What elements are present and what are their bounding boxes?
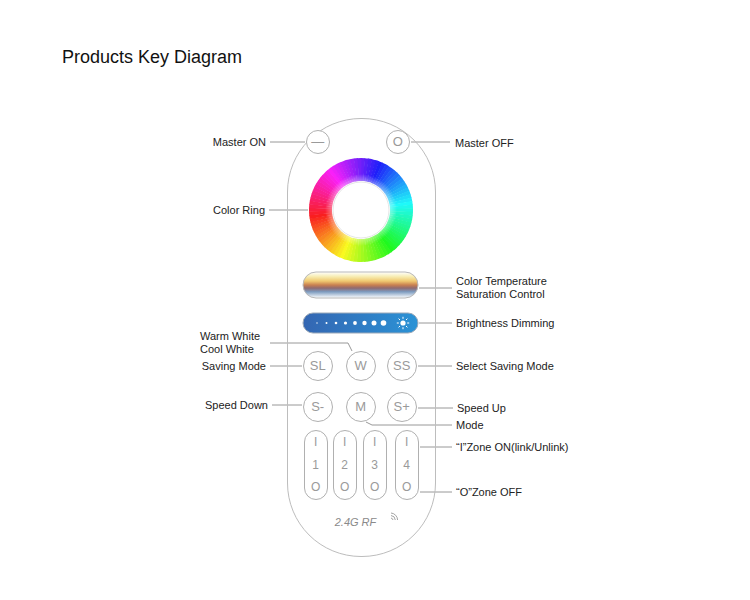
button-text: O bbox=[311, 480, 320, 494]
leader-line bbox=[420, 447, 452, 448]
callout-text: Master ON bbox=[213, 136, 266, 149]
ring-halo bbox=[325, 174, 397, 246]
color-ring bbox=[309, 158, 413, 262]
button-text: W bbox=[355, 358, 367, 373]
callout-label: Speed Down bbox=[205, 399, 268, 412]
rf-signal-icon bbox=[391, 513, 398, 520]
button-text: I bbox=[314, 435, 317, 449]
leader-line bbox=[269, 210, 308, 211]
master-on-button: — bbox=[306, 130, 330, 154]
button-text: I bbox=[405, 435, 408, 449]
button-text: 2 bbox=[341, 458, 348, 472]
callout-text: Color Ring bbox=[213, 204, 265, 217]
zone-button: I 4O bbox=[395, 430, 419, 500]
button-text: I bbox=[373, 435, 376, 449]
zone-button: I 1O bbox=[304, 430, 328, 500]
ring-center bbox=[333, 182, 389, 238]
callout-label: “I”Zone ON(link/Unlink) bbox=[456, 441, 568, 454]
button-text: SS bbox=[393, 358, 410, 373]
leader-lines bbox=[269, 142, 453, 492]
button-text: SL bbox=[310, 358, 326, 373]
callout-text: Mode bbox=[456, 419, 484, 432]
button-text: 1 bbox=[312, 458, 319, 472]
zone-button: I 3O bbox=[363, 430, 387, 500]
title-text: Products Key Diagram bbox=[62, 47, 242, 67]
callout-label: Master ON bbox=[213, 136, 266, 149]
callout-label: Color Temperature Saturation Control bbox=[456, 275, 568, 301]
callout-text: “O”Zone OFF bbox=[456, 486, 522, 499]
callout-text: Select Saving Mode bbox=[456, 360, 554, 373]
zone-button: I 2O bbox=[333, 430, 357, 500]
callout-text: Speed Down bbox=[205, 399, 268, 412]
sun-icon bbox=[397, 317, 409, 329]
button-text: O bbox=[370, 480, 379, 494]
button-text: O bbox=[402, 480, 411, 494]
callout-label: Master OFF bbox=[455, 137, 514, 150]
leader-line bbox=[366, 422, 452, 425]
leader-line bbox=[270, 366, 302, 367]
callout-text: Brightness Dimming bbox=[456, 317, 554, 330]
button-text: S+ bbox=[394, 399, 410, 414]
callout-label: Speed Up bbox=[457, 402, 506, 415]
button-text: M bbox=[355, 399, 366, 414]
button-text: 4 bbox=[403, 458, 410, 472]
button-text: I bbox=[343, 435, 346, 449]
button-text: O bbox=[393, 134, 403, 149]
master-off-button: O bbox=[386, 130, 410, 154]
callout-text: Master OFF bbox=[455, 137, 514, 150]
brightness-dot bbox=[353, 321, 357, 325]
callout-text: Saving Mode bbox=[202, 360, 266, 373]
leader-line bbox=[418, 366, 452, 367]
remote-body: 2.4G RF—OSLWSSS-MS+I1OI2OI3OI4O bbox=[287, 118, 436, 557]
brightness-dot bbox=[381, 320, 387, 326]
leader-line bbox=[270, 343, 352, 351]
brightness-bar bbox=[303, 313, 418, 333]
round-button: SS bbox=[387, 351, 417, 381]
brightness-dot bbox=[335, 322, 338, 325]
callout-text: “I”Zone ON(link/Unlink) bbox=[456, 441, 568, 454]
round-button: S- bbox=[303, 392, 333, 422]
callout-label: “O”Zone OFF bbox=[456, 486, 522, 499]
button-text: 3 bbox=[371, 458, 378, 472]
button-text: — bbox=[311, 134, 324, 149]
callout-label: Color Ring bbox=[213, 204, 265, 217]
callout-label: Saving Mode bbox=[202, 360, 266, 373]
button-text: O bbox=[340, 480, 349, 494]
brightness-dot bbox=[344, 321, 347, 324]
round-button: S+ bbox=[387, 392, 417, 422]
round-button: W bbox=[346, 351, 376, 381]
callout-label: Mode bbox=[456, 419, 484, 432]
callout-label: Select Saving Mode bbox=[456, 360, 554, 373]
leader-line bbox=[420, 492, 452, 493]
leader-line bbox=[270, 142, 305, 143]
brightness-dots bbox=[316, 320, 386, 326]
button-text: S- bbox=[311, 399, 324, 414]
round-button: SL bbox=[303, 351, 333, 381]
brightness-dot bbox=[362, 321, 366, 325]
callout-label: Warm White Cool White bbox=[200, 330, 268, 356]
brightness-dot bbox=[326, 322, 328, 324]
callout-label: Brightness Dimming bbox=[456, 317, 554, 330]
button-text: 2.4G RF bbox=[335, 516, 377, 529]
callout-text: Speed Up bbox=[457, 402, 506, 415]
callout-text: Warm White Cool White bbox=[200, 330, 268, 356]
color-temperature-bar bbox=[303, 272, 418, 298]
brightness-dot bbox=[372, 321, 377, 326]
diagram-title: Products Key Diagram bbox=[62, 46, 242, 68]
round-button: M bbox=[346, 392, 376, 422]
leader-line bbox=[411, 142, 450, 143]
brightness-dot bbox=[316, 322, 317, 323]
callout-text: Color Temperature Saturation Control bbox=[456, 275, 568, 301]
